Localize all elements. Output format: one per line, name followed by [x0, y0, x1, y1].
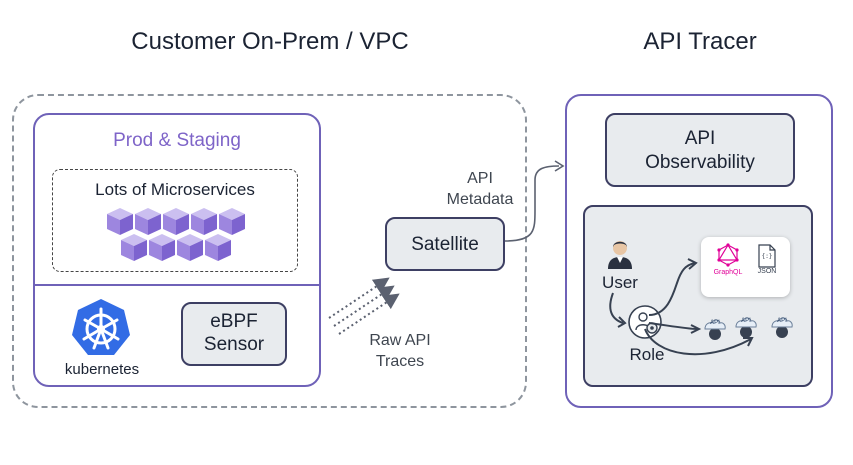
raw-traces-arrows	[328, 277, 400, 335]
api-metadata-label-line1: API	[467, 170, 493, 187]
microservices-box	[52, 169, 298, 272]
raw-traces-label-line2: Traces	[375, 353, 425, 370]
api-endpoint-badge: API	[777, 318, 787, 324]
kubernetes-label: kubernetes	[64, 361, 140, 378]
api-observability-box	[605, 113, 795, 187]
user-role-flow-arrows	[609, 258, 754, 356]
metadata-connector-arrow	[504, 160, 565, 242]
api-endpoint-badge: API	[741, 318, 751, 324]
role-label: Role	[629, 345, 665, 364]
ebpf-sensor-label-line2: Sensor	[203, 334, 265, 355]
user-icon	[608, 241, 632, 269]
graphql-label: GraphQL	[713, 269, 743, 276]
user-label: User	[602, 273, 638, 292]
api-observability-label-line1: API	[684, 128, 716, 149]
satellite-box	[385, 217, 505, 271]
prod-staging-title: Prod & Staging	[113, 130, 241, 151]
kubernetes-logo-icon	[72, 299, 130, 355]
customer-vpc-region	[12, 94, 527, 408]
graphql-icon	[717, 243, 739, 267]
api-observability-label-line2: Observability	[645, 152, 755, 173]
microservices-label: Lots of Microservices	[95, 180, 255, 199]
api-endpoint-icon: API	[701, 316, 729, 342]
ebpf-sensor-box	[181, 302, 287, 366]
api-endpoint-icon: API	[768, 314, 796, 340]
satellite-label: Satellite	[411, 234, 479, 255]
json-label: JSON	[757, 268, 777, 275]
prod-panel-divider	[35, 284, 319, 286]
json-file-icon: {:}	[758, 244, 776, 268]
heading-customer-vpc: Customer On-Prem / VPC	[131, 28, 409, 55]
ebpf-sensor-label-line1: eBPF	[210, 311, 258, 332]
api-metadata-label-line2: Metadata	[446, 191, 514, 208]
raw-traces-label-line1: Raw API	[369, 332, 431, 349]
api-endpoint-icon: API	[732, 314, 760, 340]
svg-text:{:}: {:}	[762, 253, 773, 260]
api-endpoint-badge: API	[710, 320, 720, 326]
heading-api-tracer: API Tracer	[643, 28, 757, 55]
microservices-cubes-icon	[107, 208, 245, 261]
